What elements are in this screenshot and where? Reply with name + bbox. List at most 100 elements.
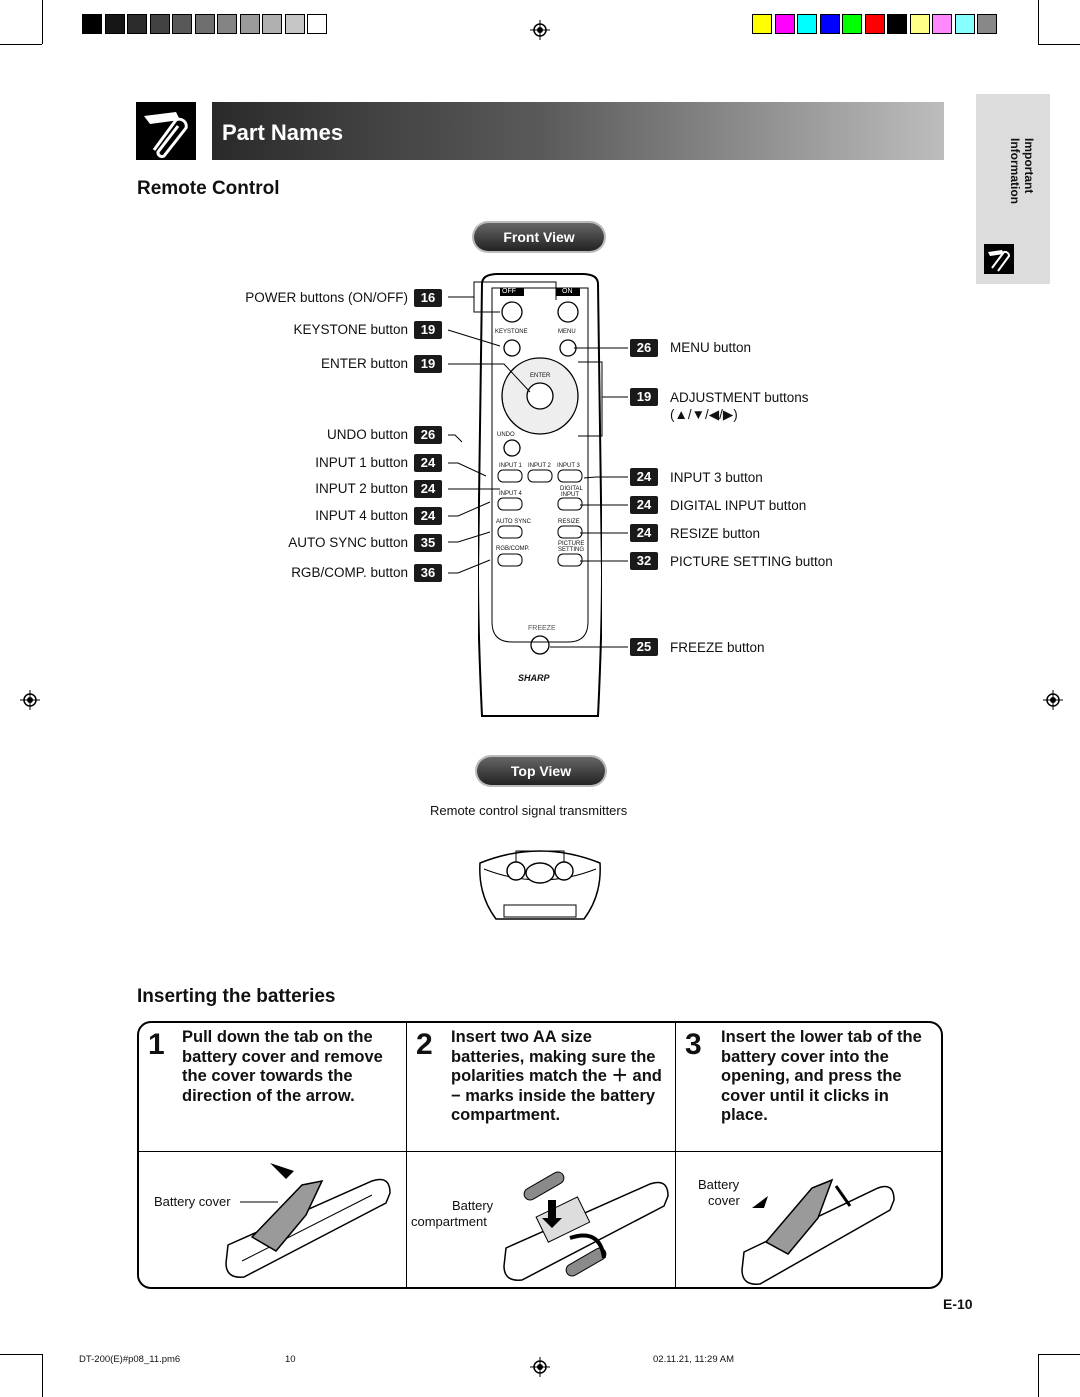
remote-top-illustration xyxy=(479,850,601,920)
side-tab: Important Information xyxy=(976,94,1050,284)
top-view-pill: Top View xyxy=(477,757,605,785)
page-ref: 19 xyxy=(414,321,442,339)
key-setting: SETTING xyxy=(558,547,585,553)
battery-cover-removal-illustration xyxy=(225,1163,391,1278)
label-enter: ENTER button xyxy=(320,356,408,371)
label-resize: RESIZE button xyxy=(670,526,761,541)
page-ref: 16 xyxy=(414,289,442,307)
label-input4: INPUT 4 button xyxy=(315,508,408,523)
color-swatch xyxy=(842,14,862,34)
page-ref: 24 xyxy=(630,524,658,542)
key-input3: INPUT 3 xyxy=(557,463,580,469)
registration-mark-icon xyxy=(530,20,550,40)
divider xyxy=(675,1023,676,1287)
color-swatch xyxy=(172,14,192,34)
label-digital-input: DIGITAL INPUT button xyxy=(670,498,807,513)
color-swatch xyxy=(284,14,305,34)
label-rgb-comp: RGB/COMP. button xyxy=(291,565,408,580)
label-adjustment-arrows: (▲/▼/◀/▶) xyxy=(670,407,738,422)
color-swatch xyxy=(774,14,795,34)
label-input3: INPUT 3 button xyxy=(670,470,763,485)
step-text: Insert two AA size batteries, making sur… xyxy=(451,1028,662,1124)
key-rgb: RGB/COMP. xyxy=(496,546,530,552)
remote-control-heading: Remote Control xyxy=(137,178,280,199)
paperclip-icon xyxy=(984,244,1014,274)
crop-mark xyxy=(1038,1354,1039,1397)
color-swatch xyxy=(887,14,907,34)
divider xyxy=(406,1023,407,1287)
step-text: Pull down the tab on the battery cover a… xyxy=(182,1028,383,1105)
registration-mark-icon xyxy=(20,690,40,710)
label-input1: INPUT 1 button xyxy=(315,455,408,470)
brand-logo: SHARP xyxy=(518,673,550,683)
key-freeze: FREEZE xyxy=(528,625,556,632)
color-swatch xyxy=(977,14,997,34)
page-ref: 24 xyxy=(630,496,658,514)
step-number: 2 xyxy=(416,1028,433,1061)
page-ref: 19 xyxy=(630,388,658,406)
color-swatch xyxy=(819,14,840,34)
page-ref: 24 xyxy=(414,507,442,525)
label-input2: INPUT 2 button xyxy=(315,481,408,496)
color-swatch xyxy=(752,14,772,34)
key-undo: UNDO xyxy=(497,432,515,438)
color-swatch xyxy=(864,14,885,34)
top-view-caption: Remote control signal transmitters xyxy=(430,803,628,818)
color-swatch xyxy=(149,14,170,34)
battery-cover-caption-1: Battery xyxy=(698,1177,740,1192)
color-swatch xyxy=(194,14,215,34)
page-title: Part Names xyxy=(222,120,344,145)
page-ref: 24 xyxy=(630,468,658,486)
crop-mark xyxy=(0,1354,42,1355)
key-digital: DIGITAL xyxy=(560,486,583,492)
label-power: POWER buttons (ON/OFF) xyxy=(245,290,408,305)
battery-insertion-illustration xyxy=(503,1171,669,1281)
divider xyxy=(139,1151,941,1152)
battery-cover-replace-illustration xyxy=(741,1178,895,1285)
step-number: 3 xyxy=(685,1028,702,1061)
leader-lines xyxy=(447,281,628,648)
color-swatch xyxy=(262,14,282,34)
label-freeze: FREEZE button xyxy=(670,640,765,655)
page-ref: 25 xyxy=(630,638,658,656)
color-swatch xyxy=(307,14,327,34)
battery-compartment-caption-2: compartment xyxy=(411,1214,487,1229)
key-on: ON xyxy=(562,288,573,295)
footer-page: 10 xyxy=(285,1354,296,1365)
color-swatch xyxy=(82,14,102,34)
color-swatch xyxy=(954,14,975,34)
label-auto-sync: AUTO SYNC button xyxy=(288,535,408,550)
step-number: 1 xyxy=(148,1028,165,1061)
label-adjustment: ADJUSTMENT buttons xyxy=(670,390,809,405)
color-swatch xyxy=(104,14,125,34)
front-view-pill: Front View xyxy=(474,223,604,251)
battery-leader xyxy=(240,1201,278,1203)
crop-mark xyxy=(1038,0,1039,44)
footer-date: 02.11.21, 11:29 AM xyxy=(653,1354,734,1365)
registration-mark-icon xyxy=(1043,690,1063,710)
page-ref: 26 xyxy=(630,339,658,357)
crop-mark xyxy=(1038,1354,1080,1355)
page-ref: 24 xyxy=(414,454,442,472)
battery-cover-caption: Battery cover xyxy=(154,1194,231,1209)
footer-file: DT-200(E)#p08_11.pm6 xyxy=(79,1354,181,1365)
battery-cover-caption-2: cover xyxy=(708,1193,740,1208)
key-picture: PICTURE xyxy=(558,541,585,547)
page-ref: 24 xyxy=(414,480,442,498)
crop-mark xyxy=(42,0,43,44)
key-input1: INPUT 1 xyxy=(499,463,522,469)
registration-mark-icon xyxy=(530,1357,550,1377)
color-swatch xyxy=(127,14,147,34)
color-swatch xyxy=(909,14,930,34)
crop-mark xyxy=(1038,44,1080,45)
page-ref: 36 xyxy=(414,564,442,582)
key-menu: MENU xyxy=(558,329,576,335)
key-input: INPUT xyxy=(561,492,579,498)
key-enter: ENTER xyxy=(530,373,551,379)
page-ref: 26 xyxy=(414,426,442,444)
key-off: OFF xyxy=(502,288,516,295)
page-ref: 32 xyxy=(630,552,658,570)
step-text: Insert the lower tab of the battery cove… xyxy=(721,1028,922,1124)
header-banner xyxy=(212,102,944,160)
page-number: E-10 xyxy=(943,1296,973,1312)
